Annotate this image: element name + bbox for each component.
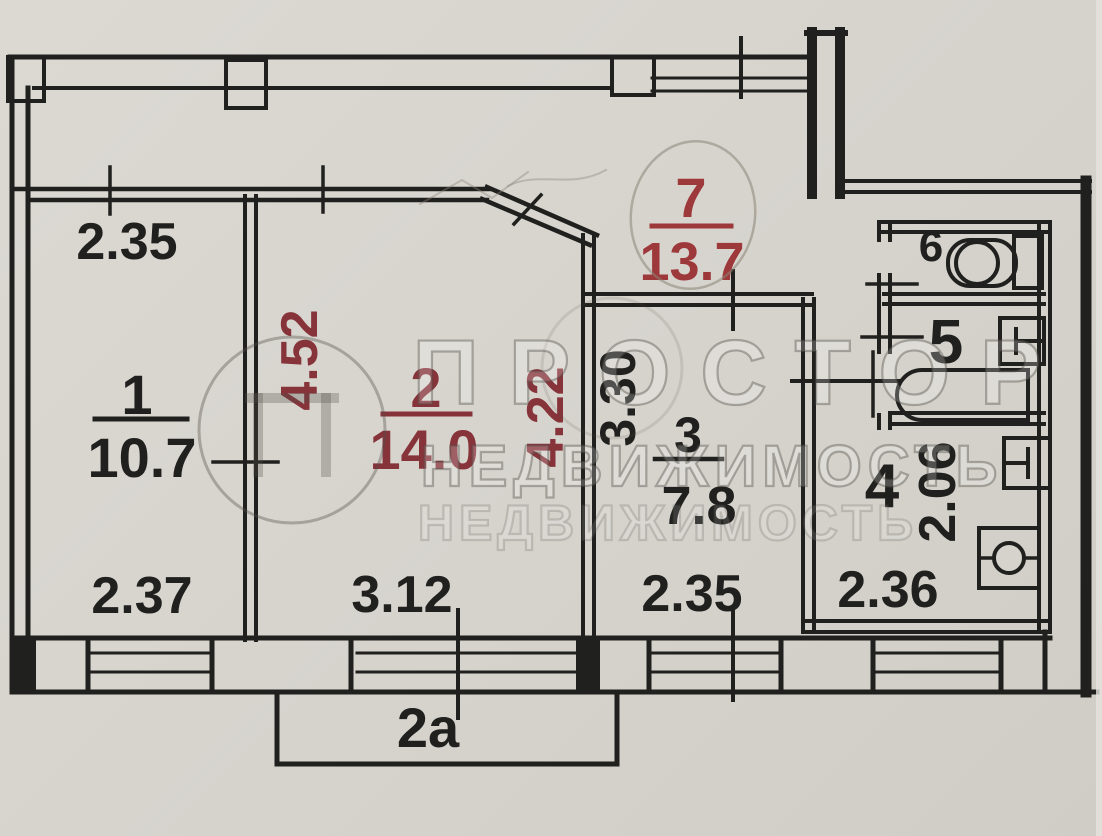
room1-area: 10.7 bbox=[88, 426, 197, 489]
outer-walls bbox=[9, 27, 1092, 698]
room3-area: 7.8 bbox=[661, 476, 736, 536]
dim-room1-bottom: 2.37 bbox=[91, 567, 192, 625]
pencil-scribble bbox=[506, 168, 608, 188]
scan-edge bbox=[1096, 0, 1102, 836]
hall-area: 13.7 bbox=[639, 232, 744, 292]
balcony-outline bbox=[274, 691, 620, 767]
watermark-brand: ПРОСТОР bbox=[413, 322, 1072, 424]
interior-walls bbox=[13, 184, 1052, 642]
dim-room1-top: 2.35 bbox=[76, 213, 177, 271]
window-glazing bbox=[86, 651, 1003, 674]
washbasin-icon bbox=[998, 316, 1046, 366]
bathtub-icon bbox=[895, 368, 1030, 422]
room2-number: 2 bbox=[410, 356, 441, 419]
wc-number: 6 bbox=[919, 222, 943, 271]
prostor-logo-ghost-icon bbox=[540, 296, 684, 440]
toilet-icon bbox=[946, 234, 1044, 290]
fixtures bbox=[895, 234, 1052, 590]
dim-room2-right: 4.22 bbox=[517, 366, 575, 467]
hall-number: 7 bbox=[675, 166, 706, 229]
label-underlines bbox=[92, 223, 734, 462]
dim-room3-bottom: 2.35 bbox=[641, 565, 742, 623]
bath-number: 5 bbox=[929, 308, 963, 377]
kitchen-number: 4 bbox=[865, 452, 900, 521]
balcony-label: 2a bbox=[397, 696, 460, 759]
diagonal-wall bbox=[484, 184, 600, 238]
top-gallery-band bbox=[6, 54, 815, 110]
room2-area: 14.0 bbox=[370, 418, 479, 481]
stove-icon bbox=[977, 526, 1041, 590]
prostor-logo-icon bbox=[197, 335, 387, 525]
gallery-post bbox=[610, 55, 656, 97]
room1-number: 1 bbox=[121, 363, 152, 426]
watermark: ПРОСТОР НЕДВИЖИМОСТЬ НЕДВИЖИМОСТЬ bbox=[197, 296, 1072, 552]
gallery-post bbox=[224, 58, 268, 110]
watermark-word: НЕДВИЖИМОСТЬ bbox=[421, 434, 1004, 499]
kitchen-sink-icon bbox=[1002, 436, 1052, 490]
dim-room3-left: 3.30 bbox=[590, 349, 646, 446]
dim-kitchen-right: 2.06 bbox=[909, 441, 967, 542]
room3-number: 3 bbox=[674, 407, 702, 463]
dim-kitchen-bottom: 2.36 bbox=[837, 561, 938, 619]
pencil-scribble bbox=[418, 170, 530, 206]
dimension-ticks bbox=[108, 36, 924, 720]
watermark-word-ghost: НЕДВИЖИМОСТЬ bbox=[418, 495, 918, 551]
dim-room2-bottom: 3.12 bbox=[351, 566, 452, 624]
pencil-circle bbox=[629, 139, 757, 291]
window-band bbox=[10, 629, 1100, 695]
labels: 2.35 1 10.7 2.37 4.52 2 14.0 4.22 3.12 2… bbox=[76, 166, 967, 759]
pencil-annotations bbox=[418, 139, 757, 291]
dim-room2-left: 4.52 bbox=[271, 309, 329, 410]
